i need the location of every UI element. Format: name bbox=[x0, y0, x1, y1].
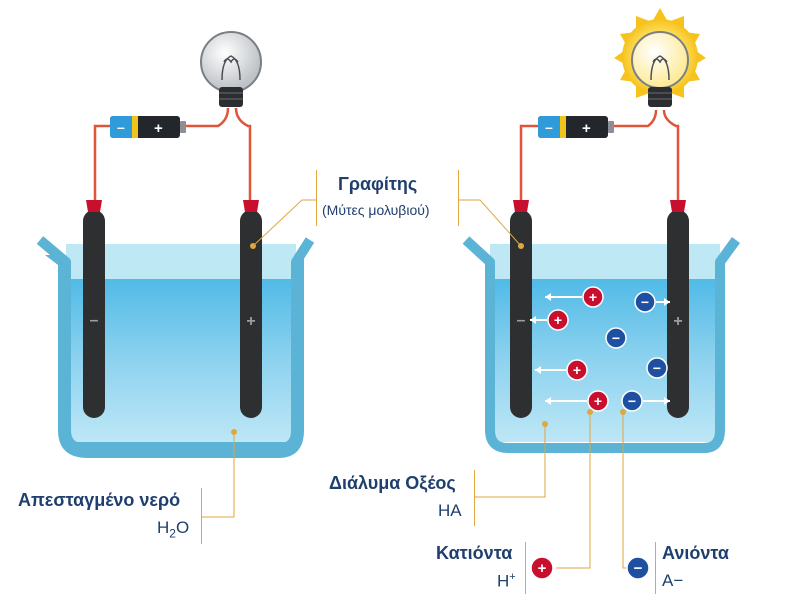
svg-text:–: – bbox=[117, 119, 125, 135]
graphite-title: Γραφίτης bbox=[338, 174, 418, 194]
anion-legend-sign: − bbox=[634, 560, 643, 577]
cation-sign: + bbox=[573, 362, 581, 378]
svg-text:+: + bbox=[582, 120, 591, 137]
water-title: Απεσταγμένο νερό bbox=[18, 490, 181, 510]
water-callout-line bbox=[201, 432, 235, 518]
right-bulb-on bbox=[631, 31, 689, 107]
ion-arrowhead bbox=[664, 397, 670, 405]
anion-title: Ανιόντα bbox=[662, 543, 729, 563]
cation-ion bbox=[547, 309, 569, 331]
left-electrode-positive: + bbox=[240, 200, 262, 418]
cation-ion bbox=[582, 286, 604, 308]
acid-callout-line bbox=[474, 424, 546, 498]
cation-formula-plus: + bbox=[509, 571, 516, 583]
water-formula-h: H bbox=[157, 518, 170, 537]
cation-sign: + bbox=[594, 393, 602, 409]
svg-text:–: – bbox=[545, 119, 553, 135]
left-wire-positive bbox=[234, 107, 252, 205]
water-formula-o: O bbox=[175, 518, 190, 537]
left-electrode-negative: – bbox=[83, 200, 105, 418]
graphite-callout-line-right bbox=[458, 199, 522, 247]
cation-callout-line bbox=[556, 412, 591, 569]
cation-legend-icon: + bbox=[530, 556, 554, 580]
ion-arrowhead bbox=[535, 366, 541, 374]
acid-formula: HA bbox=[438, 501, 462, 520]
svg-text:–: – bbox=[90, 312, 99, 329]
cation-sign: + bbox=[554, 312, 562, 328]
graphite-label-bar-left bbox=[316, 170, 317, 226]
ion-arrowhead bbox=[664, 298, 670, 306]
right-wire-bulb-neg bbox=[612, 109, 658, 128]
graphite-subtitle: (Μύτες μολυβιού) bbox=[322, 202, 430, 218]
cation-ion bbox=[566, 359, 588, 381]
anion-ion bbox=[634, 291, 656, 313]
svg-text:+: + bbox=[673, 313, 682, 330]
left-beaker bbox=[36, 236, 315, 458]
graphite-label-bar-right bbox=[458, 170, 459, 226]
anion-label-bar bbox=[655, 542, 656, 594]
cation-legend-sign: + bbox=[538, 560, 547, 577]
ion-arrowhead bbox=[545, 397, 551, 405]
water-formula: H2O bbox=[157, 518, 189, 540]
acid-label-bar bbox=[474, 470, 475, 526]
left-setup: – + – + bbox=[36, 31, 316, 518]
cation-label-bar bbox=[525, 542, 526, 594]
right-battery: – + bbox=[538, 116, 614, 138]
svg-text:–: – bbox=[517, 312, 526, 329]
acid-title: Διάλυμα Οξέος bbox=[329, 473, 456, 493]
cation-ion bbox=[587, 390, 609, 412]
anion-ion bbox=[605, 327, 627, 349]
anion-ion bbox=[621, 390, 643, 412]
anion-sign: − bbox=[653, 360, 661, 376]
anion-ion bbox=[646, 357, 668, 379]
water-label-bar bbox=[201, 488, 202, 544]
left-wire-negative bbox=[93, 124, 112, 205]
right-wire-negative bbox=[519, 124, 540, 205]
cation-formula-h: H bbox=[497, 571, 510, 591]
ion-layer: + + + + − − − − bbox=[530, 286, 670, 412]
right-setup: – + – + + + + + − − − − bbox=[458, 8, 741, 569]
left-wire-bulb-neg bbox=[186, 107, 230, 128]
ion-arrowhead bbox=[545, 293, 551, 301]
right-wire-positive bbox=[662, 109, 680, 205]
anion-sign: − bbox=[628, 393, 636, 409]
graphite-callout-line-left bbox=[252, 199, 316, 247]
cation-sign: + bbox=[589, 289, 597, 305]
svg-text:+: + bbox=[246, 313, 255, 330]
svg-text:+: + bbox=[154, 120, 163, 137]
cation-title: Κατιόντα bbox=[436, 543, 513, 563]
anion-sign: − bbox=[612, 330, 620, 346]
right-electrode-negative: – bbox=[510, 200, 532, 418]
anion-formula: A− bbox=[662, 571, 684, 590]
cation-formula: H+ bbox=[497, 571, 516, 592]
ion-arrowhead bbox=[530, 316, 536, 324]
left-bulb-off bbox=[200, 31, 262, 107]
anion-legend-icon: − bbox=[626, 556, 650, 580]
right-beaker bbox=[462, 236, 741, 453]
water-formula-2: 2 bbox=[169, 526, 176, 541]
left-battery: – + bbox=[110, 116, 186, 138]
anion-sign: − bbox=[641, 294, 649, 310]
right-electrode-positive: + bbox=[667, 200, 689, 418]
